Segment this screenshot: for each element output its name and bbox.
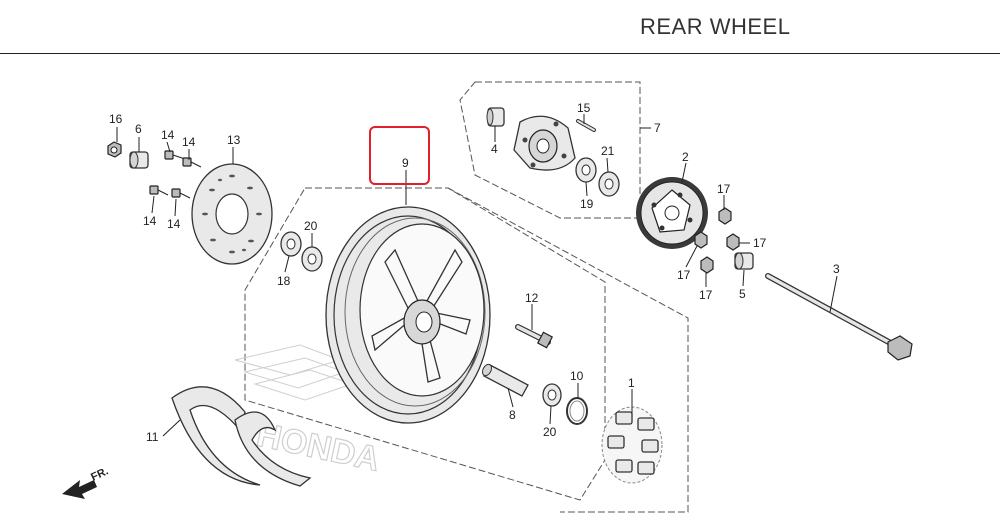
callout-14: 14: [161, 128, 175, 142]
bearing-part-18[interactable]: [280, 231, 302, 257]
callout-20: 20: [543, 425, 557, 439]
final-driven-flange-outline: [459, 81, 641, 219]
bolt-part-12[interactable]: [515, 324, 554, 349]
leader-lines: [116, 114, 838, 437]
callout-15: 15: [577, 101, 591, 115]
seal-part-20-left[interactable]: [301, 246, 323, 272]
bushing-part-4[interactable]: [486, 107, 505, 127]
callout-2: 2: [682, 150, 689, 164]
callout-13: 13: [227, 133, 241, 147]
forward-label: FR.: [89, 465, 110, 483]
callout-14: 14: [143, 214, 157, 228]
assembly-outlines: [244, 81, 689, 513]
hub-assembly-outline: [447, 187, 689, 513]
callout-19: 19: [580, 197, 594, 211]
disc-bolts-part-14[interactable]: [149, 150, 202, 199]
callout-labels: 16 6 14 14 13 14 14 20 18 9 12 10 8 20 1…: [109, 101, 840, 444]
callout-18: 18: [277, 274, 291, 288]
collar-part-6[interactable]: [129, 151, 149, 169]
callout-17: 17: [699, 288, 713, 302]
callout-4: 4: [491, 142, 498, 156]
page-title: REAR WHEEL: [640, 14, 791, 39]
bearing-part-20-bottom[interactable]: [542, 383, 562, 407]
callout-1: 1: [628, 376, 635, 390]
callout-16: 16: [109, 112, 123, 126]
brake-disc-part[interactable]: [191, 163, 273, 265]
callout-14: 14: [167, 217, 181, 231]
bearing-part-19[interactable]: [575, 157, 597, 183]
callout-21: 21: [601, 144, 615, 158]
callout-7: 7: [654, 121, 661, 135]
callout-11: 11: [146, 430, 159, 444]
forward-arrow: FR.: [62, 465, 110, 499]
callout-8: 8: [509, 408, 516, 422]
wheel-assembly-outline: [244, 187, 606, 501]
seal-part-21[interactable]: [598, 171, 620, 197]
arrow-left-icon: [62, 480, 97, 499]
callout-5: 5: [739, 287, 746, 301]
axle-part-3[interactable]: [765, 273, 913, 361]
driven-sprocket-part-2[interactable]: [636, 177, 708, 249]
o-ring-part-10[interactable]: [566, 397, 588, 425]
collar-part-5[interactable]: [734, 252, 754, 270]
title-divider: [0, 53, 1000, 54]
pin-part-15[interactable]: [576, 119, 596, 132]
callout-17: 17: [677, 268, 691, 282]
sprocket-nuts-part-17[interactable]: [694, 207, 740, 274]
callout-12: 12: [525, 291, 539, 305]
callout-10: 10: [570, 369, 584, 383]
callout-17: 17: [753, 236, 767, 250]
callout-3: 3: [833, 262, 840, 276]
nut-part-16[interactable]: [107, 141, 122, 158]
callout-17: 17: [717, 182, 731, 196]
callout-14: 14: [182, 135, 196, 149]
driven-flange-part-7[interactable]: [513, 115, 576, 171]
spacer-part-8[interactable]: [481, 363, 529, 397]
callout-9: 9: [402, 156, 409, 170]
callout-20: 20: [304, 219, 318, 233]
hugger-part-11[interactable]: [171, 386, 312, 487]
highlight-box: [369, 126, 430, 185]
callout-6: 6: [135, 122, 142, 136]
damper-rubber-part-1[interactable]: [601, 406, 663, 484]
rear-wheel-part-9[interactable]: [325, 206, 491, 424]
